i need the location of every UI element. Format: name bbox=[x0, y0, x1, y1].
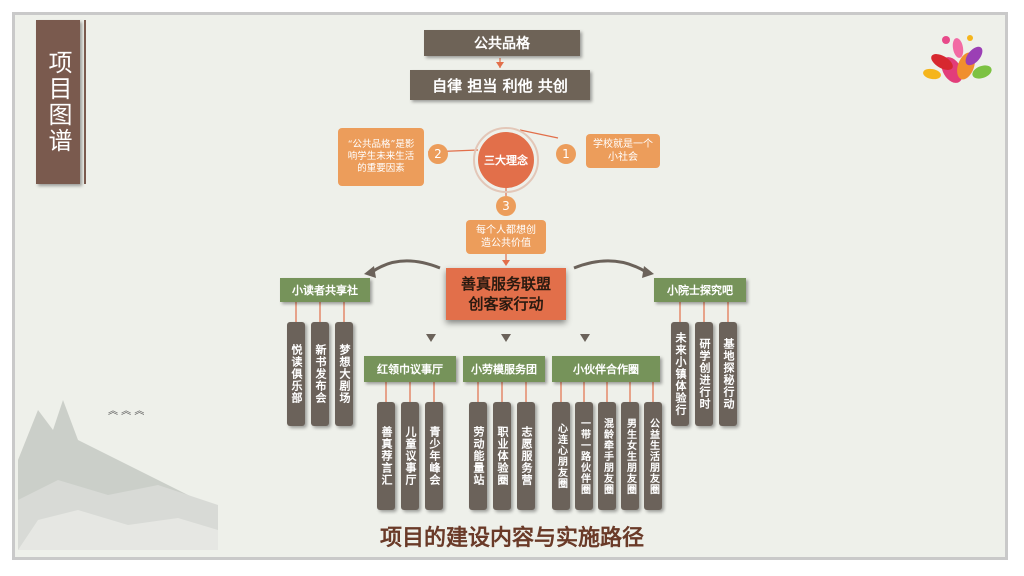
right-group-item: 未来小镇体验行 bbox=[671, 322, 689, 426]
mountain-painting-icon: ︽ ︽ ︽ bbox=[18, 400, 218, 550]
mid-group-title: 小劳模服务团 bbox=[463, 356, 545, 382]
sidebar-title: 项目图谱 bbox=[36, 20, 80, 184]
mid-group-item: 混龄牵手朋友圈 bbox=[598, 402, 616, 510]
mid-group-item: 公益生活朋友圈 bbox=[644, 402, 662, 510]
bottom-title: 项目的建设内容与实施路径 bbox=[379, 525, 644, 551]
left-group-title: 小读者共享社 bbox=[280, 278, 370, 302]
mid-group-item: 青少年峰会 bbox=[425, 402, 443, 510]
mid-group-item: 劳动能量站 bbox=[469, 402, 487, 510]
mid-group-item: 男生女生朋友圈 bbox=[621, 402, 639, 510]
concept-3-box: 每个人都想创造公共价值 bbox=[466, 220, 546, 254]
mid-group-item: 儿童议事厅 bbox=[401, 402, 419, 510]
core-values-box: 自律 担当 利他 共创 bbox=[410, 70, 590, 100]
number-3-badge: 3 bbox=[496, 196, 516, 216]
left-group-item: 梦想大剧场 bbox=[335, 322, 353, 426]
main-alliance-box: 善真服务联盟创客家行动 bbox=[446, 268, 566, 320]
left-group-item: 悦读俱乐部 bbox=[287, 322, 305, 426]
svg-text:︽ ︽ ︽: ︽ ︽ ︽ bbox=[108, 406, 144, 417]
mid-group-item: 一带一路伙伴圈 bbox=[575, 402, 593, 510]
mid-group-item: 职业体验圈 bbox=[493, 402, 511, 510]
mid-group-title: 红领巾议事厅 bbox=[364, 356, 456, 382]
right-group-item: 基地探秘行动 bbox=[719, 322, 737, 426]
left-group-item: 新书发布会 bbox=[311, 322, 329, 426]
petal-logo-icon bbox=[923, 35, 992, 83]
mid-group-title: 小伙伴合作圈 bbox=[552, 356, 660, 382]
number-1-badge: 1 bbox=[556, 144, 576, 164]
right-group-item: 研学创进行时 bbox=[695, 322, 713, 426]
mid-group-item: 志愿服务营 bbox=[517, 402, 535, 510]
three-concepts-circle: 三大理念 bbox=[478, 132, 534, 188]
concept-1-box: 学校就是一个小社会 bbox=[586, 134, 660, 168]
mid-group-item: 心连心朋友圈 bbox=[552, 402, 570, 510]
public-character-title: 公共品格 bbox=[424, 30, 580, 56]
concept-2-box: “公共品格”是影响学生未来生活的重要因素 bbox=[338, 128, 424, 186]
mid-group-item: 善真荐言汇 bbox=[377, 402, 395, 510]
number-2-badge: 2 bbox=[428, 144, 448, 164]
sidebar-divider bbox=[84, 20, 86, 184]
right-group-title: 小院士探究吧 bbox=[654, 278, 746, 302]
